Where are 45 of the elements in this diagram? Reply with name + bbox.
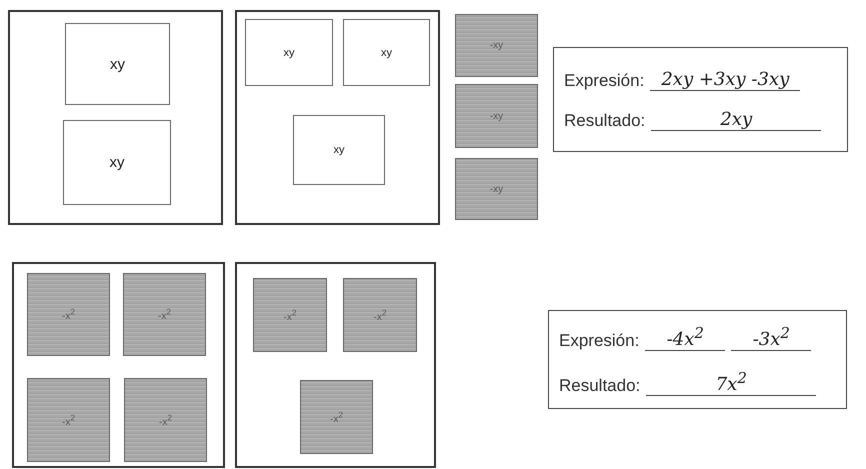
tile-label: xy bbox=[334, 144, 344, 156]
tile-label: -x$^{2}$ bbox=[62, 412, 75, 428]
tile-label: -x$^{2}$ bbox=[158, 306, 171, 322]
positive-tile bbox=[63, 120, 171, 205]
negative-tile bbox=[343, 278, 417, 352]
negative-tile bbox=[27, 273, 110, 356]
negative-tile bbox=[253, 278, 327, 352]
handwritten-answer: 7x$^{2}$ bbox=[646, 368, 816, 396]
positive-tile bbox=[343, 19, 430, 86]
negative-tile bbox=[124, 378, 207, 462]
tile-mat bbox=[235, 10, 440, 225]
tile-label: xy bbox=[284, 46, 294, 58]
tile-label: -xy bbox=[490, 184, 504, 194]
tile-label: -x$^{2}$ bbox=[330, 409, 343, 425]
tile-label: -x$^{2}$ bbox=[284, 307, 296, 323]
negative-tile bbox=[300, 380, 373, 454]
expression-card bbox=[548, 310, 847, 409]
tile-label: -xy bbox=[490, 40, 504, 51]
positive-tile bbox=[65, 23, 170, 105]
tile-label: xy bbox=[110, 154, 124, 171]
tile-label: -xy bbox=[490, 110, 504, 122]
tile-mat bbox=[8, 10, 223, 225]
handwritten-answer: 2xy +3xy -3xy bbox=[650, 68, 800, 90]
handwritten-answer: 2xy bbox=[651, 108, 822, 130]
tile-label: xy bbox=[381, 46, 392, 58]
tile-label: -x$^{2}$ bbox=[374, 307, 386, 323]
negative-tile bbox=[455, 158, 538, 220]
negative-tile bbox=[455, 14, 538, 77]
negative-tile bbox=[123, 273, 206, 356]
field-label: Expresión: bbox=[564, 70, 644, 90]
tile-label: -x$^{2}$ bbox=[62, 306, 75, 322]
tile-label: xy bbox=[110, 56, 125, 72]
expression-card bbox=[553, 47, 848, 152]
negative-tile bbox=[27, 378, 110, 462]
handwritten-answer: -4x$^{2}$ bbox=[645, 324, 726, 350]
positive-tile bbox=[293, 115, 385, 185]
tile-label: -x$^{2}$ bbox=[159, 412, 172, 428]
field-label: Resultado: bbox=[559, 376, 640, 396]
field-label: Resultado: bbox=[564, 110, 646, 130]
tile-mat bbox=[12, 262, 225, 468]
positive-tile bbox=[245, 19, 333, 86]
tile-mat bbox=[235, 262, 436, 468]
field-label: Expresión: bbox=[559, 330, 640, 350]
negative-tile bbox=[455, 84, 538, 148]
handwritten-answer: -3x$^{2}$ bbox=[731, 324, 812, 350]
